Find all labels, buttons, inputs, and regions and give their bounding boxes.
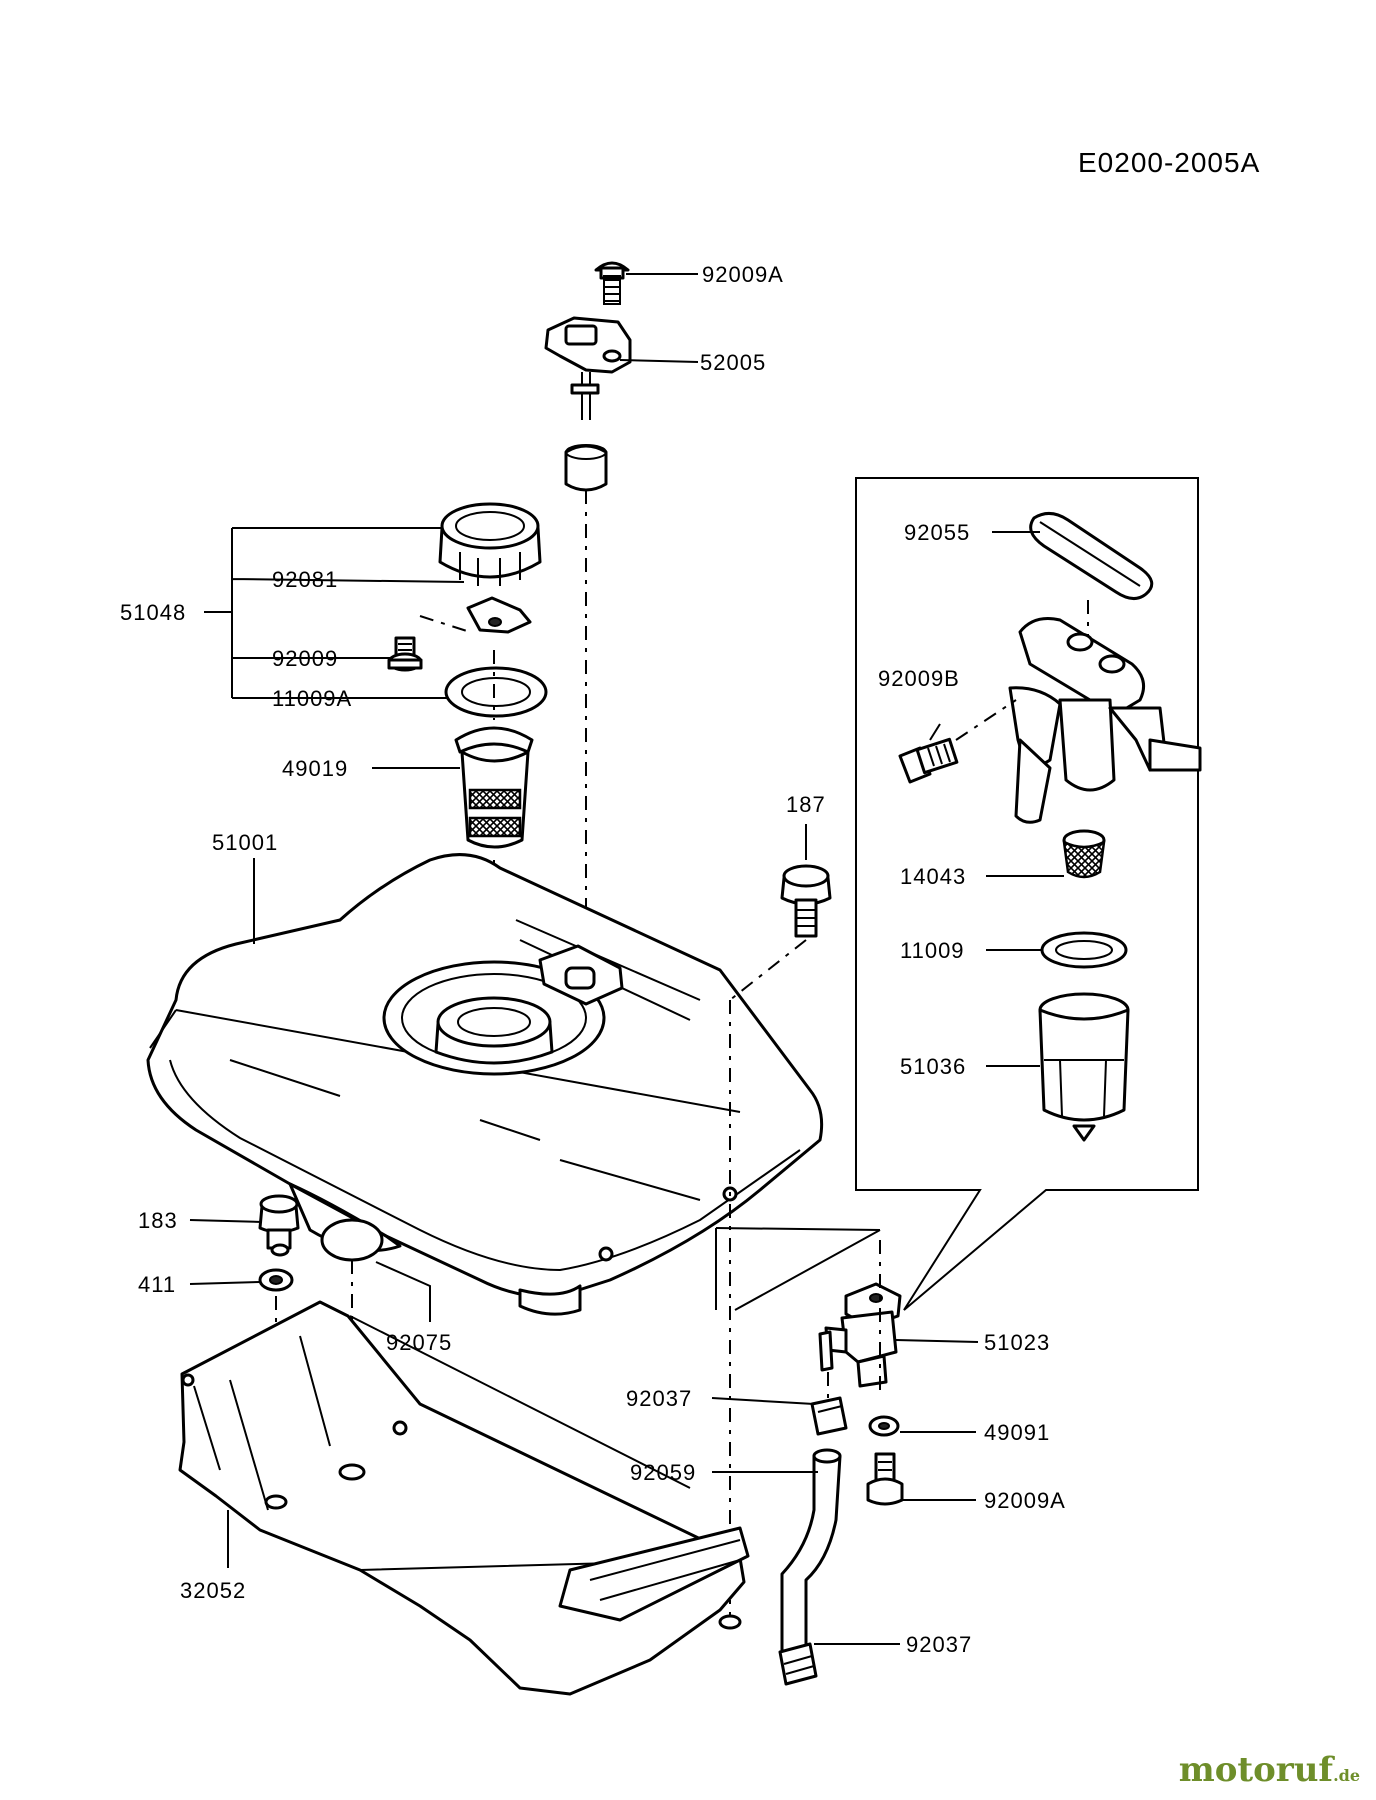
gasket-92055	[1029, 512, 1154, 600]
screw-92009a-top	[594, 261, 630, 305]
label-11009a: 11009A	[272, 686, 352, 711]
washer-49091	[868, 1415, 900, 1437]
label-92009b: 92009B	[878, 666, 960, 691]
fuel-hose-92059	[780, 1448, 842, 1657]
label-49019: 49019	[282, 756, 348, 781]
label-187: 187	[786, 792, 826, 817]
label-92075: 92075	[386, 1330, 452, 1355]
strainer-14043	[1062, 829, 1106, 879]
screw-92009	[387, 636, 423, 672]
label-92081: 92081	[272, 567, 338, 592]
o-ring-11009	[1040, 931, 1128, 969]
label-32052: 32052	[180, 1578, 246, 1603]
label-52005: 52005	[700, 350, 766, 375]
fuel-tank-51001	[146, 853, 824, 1316]
label-92037-b: 92037	[906, 1632, 972, 1657]
hose-clamp-92037-bottom	[778, 1642, 818, 1686]
screw-92009b	[898, 737, 959, 784]
drain-plug-183	[258, 1194, 300, 1257]
bolt-187	[780, 864, 832, 938]
label-14043: 14043	[900, 864, 966, 889]
fuel-cap	[438, 502, 542, 586]
cap-92075	[320, 1218, 384, 1262]
label-49091: 49091	[984, 1420, 1050, 1445]
label-92009a-top: 92009A	[702, 262, 784, 287]
hose-clamp-92037-top	[810, 1396, 848, 1436]
fuel-cock-detail-inset	[855, 477, 1199, 1311]
label-51001: 51001	[212, 830, 278, 855]
label-11009: 11009	[900, 938, 965, 963]
label-183: 183	[138, 1208, 178, 1233]
label-92009: 92009	[272, 646, 338, 671]
label-51023: 51023	[984, 1330, 1050, 1355]
watermark-logo: motoruf.de	[1179, 1750, 1360, 1790]
label-92055: 92055	[904, 520, 970, 545]
washer-411	[258, 1268, 294, 1292]
watermark-name: motoruf	[1178, 1750, 1334, 1790]
screw-92009a-bottom	[866, 1452, 904, 1506]
watermark-suffix: .de	[1333, 1766, 1360, 1785]
fuel-cock-51023	[818, 1282, 902, 1388]
diagram-code: E0200-2005A	[1078, 147, 1260, 178]
cap-gasket-92081	[466, 596, 532, 634]
fuel-gauge-52005	[544, 316, 632, 492]
fuel-filter-49019	[454, 726, 534, 849]
gasket-ring-11009a	[444, 666, 548, 718]
tank-base-32052	[178, 1300, 750, 1696]
label-411: 411	[138, 1272, 176, 1297]
leader-lines	[189, 273, 1064, 1645]
label-51036: 51036	[900, 1054, 966, 1079]
fuel-cup-51036	[1038, 992, 1130, 1142]
label-92059: 92059	[630, 1460, 696, 1485]
label-92009a-bottom: 92009A	[984, 1488, 1066, 1513]
fuel-cock-body	[1008, 617, 1202, 824]
label-92037-a: 92037	[626, 1386, 692, 1411]
label-51048: 51048	[120, 600, 186, 625]
